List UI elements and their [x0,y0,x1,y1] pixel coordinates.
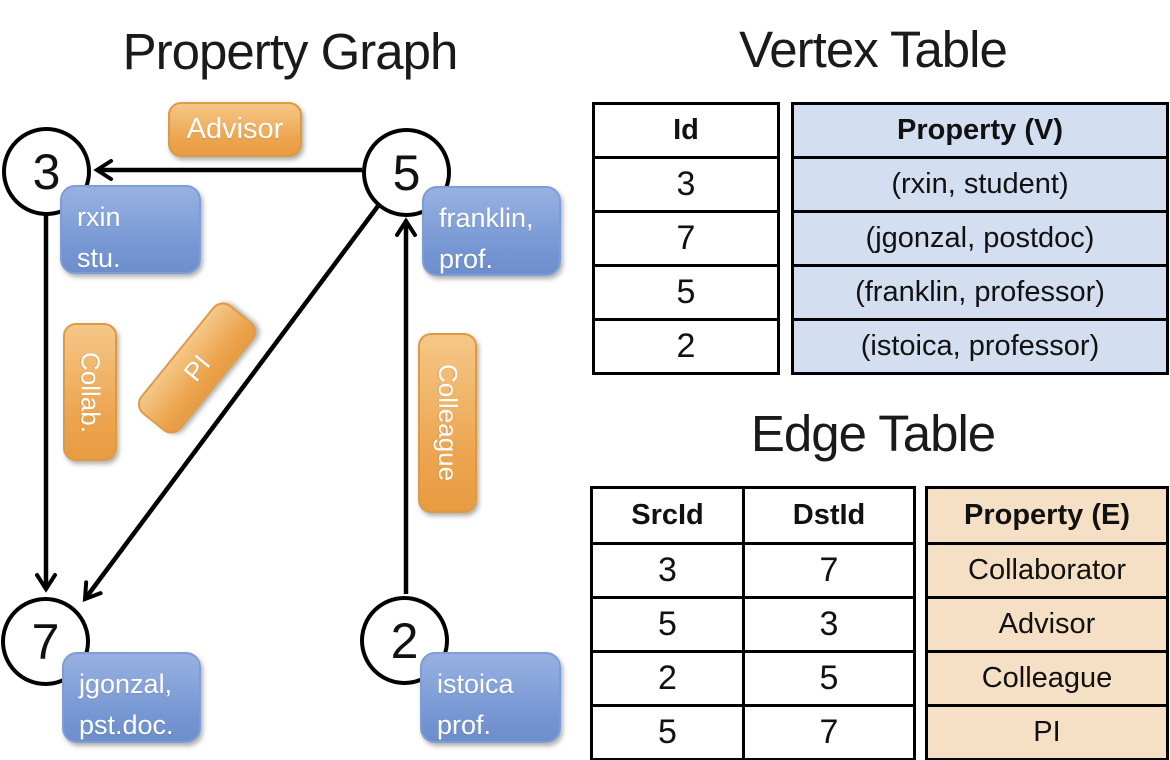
edge-table-id-columns: SrcId DstId 3 7 5 3 2 5 5 7 [590,486,916,760]
vertex-table-cell-property: (franklin, professor) [791,264,1169,321]
edge-table-header-property: Property (E) [925,486,1169,545]
vertex-table-cell-id: 7 [592,210,780,267]
edge-label-advisor: Advisor [168,102,302,157]
vertex-table-cell-property: (istoica, professor) [791,318,1169,375]
graph-node-2-label: 2 [390,612,419,669]
vertex-table-cell-property: (jgonzal, postdoc) [791,210,1169,267]
edge-table-cell-dstid: 7 [742,542,916,599]
edge-table-cell-dstid: 5 [742,650,916,707]
edge-table-cell-srcid: 3 [590,542,745,599]
graph-edges-canvas [35,159,417,602]
vertex-table-cell-property: (rxin, student) [791,156,1169,213]
edge-table-cell-srcid: 5 [590,704,745,760]
edge-table-cell-srcid: 5 [590,596,745,653]
vertex-property-box-7-line2: pst.doc. [79,709,174,740]
graph-node-5: 5 [362,128,451,217]
edge-table-cell-property: Collaborator [925,542,1169,599]
graph-node-7-label: 7 [31,613,60,670]
edge-table: SrcId DstId 3 7 5 3 2 5 5 7 Property (E)… [590,486,1169,760]
edge-table-header-dstid: DstId [742,486,916,545]
edge-table-cell-srcid: 2 [590,650,745,707]
vertex-table-property-column: Property (V) (rxin, student) (jgonzal, p… [791,102,1169,375]
vertex-table-id-column: Id 3 7 5 2 [592,102,780,375]
vertex-table-column-gap [780,102,791,375]
vertex-property-box-3-line1: rxin [77,202,121,232]
property-graph-title: Property Graph [122,23,459,80]
edge-table-cell-dstid: 3 [742,596,916,653]
vertex-table-cell-id: 5 [592,264,780,321]
edge-table-title: Edge Table [750,405,996,462]
vertex-property-box-3-line2: stu. [77,242,121,273]
vertex-property-box-3: rxin stu. [60,185,201,274]
edge-table-cell-property: Colleague [925,650,1169,707]
edge-table-header-srcid: SrcId [590,486,745,545]
vertex-table: Id 3 7 5 2 Property (V) (rxin, student) … [592,102,1169,375]
vertex-property-box-7-line1: jgonzal, [79,669,173,699]
graph-node-3-label: 3 [32,143,61,200]
vertex-property-box-7: jgonzal, pst.doc. [62,652,201,743]
vertex-table-header-property: Property (V) [791,102,1169,159]
edge-table-property-column: Property (E) Collaborator Advisor Collea… [925,486,1169,760]
vertex-table-title: Vertex Table [739,21,1008,78]
edge-table-cell-property: Advisor [925,596,1169,653]
edge-table-cell-dstid: 7 [742,704,916,760]
edge-table-cell-property: PI [925,704,1169,760]
vertex-property-box-5-line2: prof. [439,243,494,274]
vertex-property-box-2: istoica prof. [420,652,561,743]
graph-node-5-label: 5 [392,144,421,201]
vertex-table-cell-id: 3 [592,156,780,213]
vertex-property-box-2-line1: istoica [437,669,514,699]
vertex-property-box-5: franklin, prof. [422,186,561,276]
vertex-property-box-5-line1: franklin, [439,203,534,233]
vertex-table-header-id: Id [592,102,780,159]
edge-table-column-gap [916,486,925,760]
edge-arrow-5-to-7 [82,204,380,602]
vertex-property-box-2-line2: prof. [437,709,492,740]
graph-node-2: 2 [360,596,449,685]
edge-label-colleague: Colleague [418,333,477,513]
edge-label-collab: Collab. [63,323,117,461]
vertex-table-cell-id: 2 [592,318,780,375]
